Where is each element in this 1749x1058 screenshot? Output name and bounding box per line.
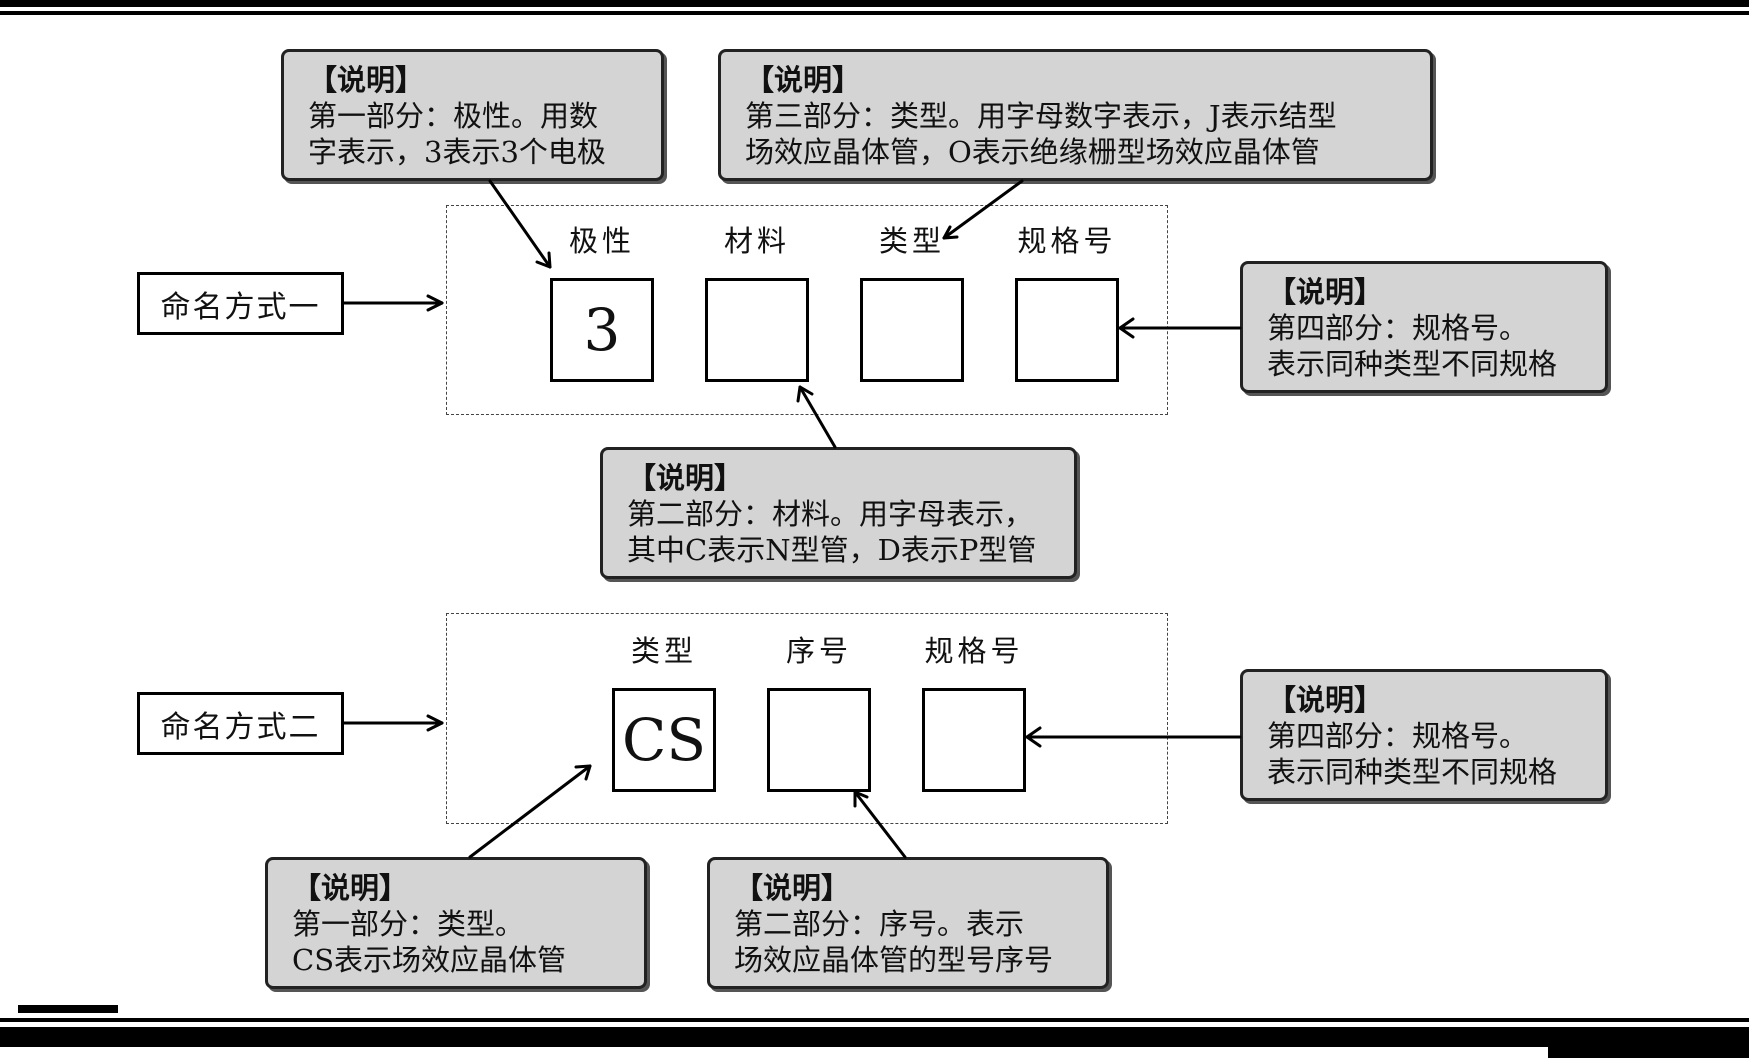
arrow-scheme2-label <box>342 714 444 732</box>
scheme1-cell-material <box>705 278 809 382</box>
scheme1-header-material: 材料 <box>723 224 790 258</box>
note-type-scheme1: 【说明】 第三部分：类型。用字母数字表示，J表示结型 场效应晶体管，O表示绝缘栅… <box>718 49 1433 181</box>
scheme1-cell-spec <box>1015 278 1119 382</box>
scheme2-cell-serial <box>767 688 871 792</box>
bottom-border-bar <box>0 1027 1749 1047</box>
arrow-note-type-scheme2 <box>468 764 592 859</box>
scheme1-cell-polarity: 3 <box>550 278 654 382</box>
arrow-note-polarity <box>488 179 552 269</box>
note-spec-scheme1: 【说明】 第四部分：规格号。 表示同种类型不同规格 <box>1240 261 1608 393</box>
arrow-note-serial <box>853 790 907 859</box>
note-material: 【说明】 第二部分：材料。用字母表示， 其中C表示N型管，D表示P型管 <box>600 447 1077 579</box>
scheme2-frame <box>446 613 1168 824</box>
arrow-note-material <box>796 385 837 449</box>
arrow-note-spec-scheme2 <box>1025 726 1242 748</box>
bottom-left-mark <box>18 1005 118 1013</box>
scheme2-header-spec: 规格号 <box>924 634 1024 668</box>
scheme1-header-polarity: 极性 <box>568 224 635 258</box>
scheme1-frame <box>446 205 1168 415</box>
top-border-bar <box>0 0 1749 7</box>
note-spec-scheme2: 【说明】 第四部分：规格号。 表示同种类型不同规格 <box>1240 669 1608 801</box>
scheme1-label: 命名方式一 <box>137 272 344 335</box>
arrow-scheme1-label <box>342 294 444 312</box>
scheme2-cell-spec <box>922 688 1026 792</box>
arrow-note-spec-scheme1 <box>1118 317 1242 339</box>
scheme2-label: 命名方式二 <box>137 692 344 755</box>
scheme1-cell-type <box>860 278 964 382</box>
top-border-line <box>0 11 1749 15</box>
note-serial: 【说明】 第二部分：序号。表示 场效应晶体管的型号序号 <box>707 857 1109 989</box>
note-type-scheme2: 【说明】 第一部分：类型。 CS表示场效应晶体管 <box>265 857 647 989</box>
scheme2-header-type: 类型 <box>630 634 697 668</box>
note-polarity: 【说明】 第一部分：极性。用数 字表示，3表示3个电极 <box>281 49 664 181</box>
bottom-border-line <box>0 1018 1749 1022</box>
scheme1-header-spec: 规格号 <box>1017 224 1117 258</box>
scheme1-header-type: 类型 <box>878 224 945 258</box>
scheme2-cell-type: CS <box>612 688 716 792</box>
arrow-note-type-scheme1 <box>942 179 1024 240</box>
scheme2-header-serial: 序号 <box>785 634 852 668</box>
bottom-right-block <box>1548 1040 1749 1058</box>
